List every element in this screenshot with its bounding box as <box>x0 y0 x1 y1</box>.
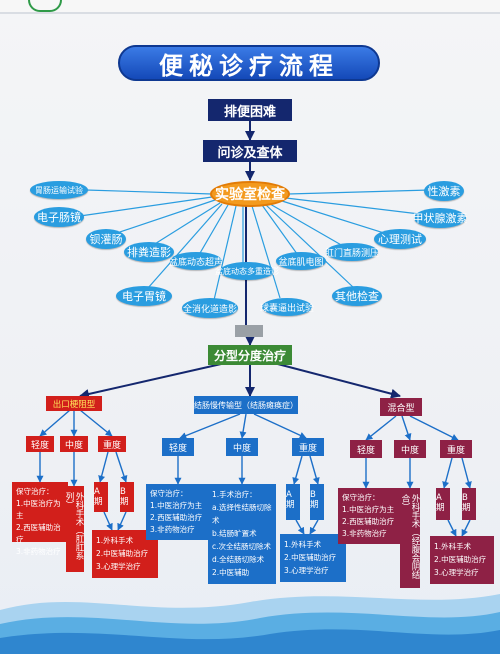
classification-bar: 分型分度治疗 <box>208 345 292 365</box>
step-defecation-difficulty: 排便困难 <box>208 99 292 121</box>
slow-severe: 重度 <box>292 438 324 456</box>
bottom-wave-decoration <box>0 594 500 654</box>
slow-mild-treatment: 保守治疗： 1.中医治疗为主 2.西医辅助治疗 3.非药物治疗 <box>146 484 208 540</box>
slow-mild: 轻度 <box>162 438 194 456</box>
exam-defecography: 排粪造影 <box>124 242 174 262</box>
mixed-mild: 轻度 <box>350 440 382 458</box>
step-inquiry-exam: 问诊及查体 <box>203 140 297 162</box>
slow-phase-a: A 期 <box>286 484 300 520</box>
type-slow-transit: 结肠慢传输型（结肠瘫痪症） <box>194 396 298 414</box>
exam-anorectal-manometry: 肛门直肠测压 <box>325 243 379 261</box>
exam-pelvic-emg: 盆底肌电图 <box>276 252 326 270</box>
connector-block <box>235 325 263 337</box>
exam-pelvic-multi-contrast: 盆底动态多重造影 <box>215 262 279 280</box>
mixed-moderate-treatment: 外科手术（经腹会阴结合） <box>400 488 420 588</box>
slow-severe-treatment: 1.外科手术 2.中医辅助治疗 3.心理学治疗 <box>280 534 346 582</box>
outlet-phase-a: A 期 <box>94 482 108 512</box>
slow-moderate-treatment: 1.手术治疗： a.选择性结肠切除术 b.结肠旷置术 c.次全结肠切除术 d.全… <box>208 484 276 584</box>
slow-moderate: 中度 <box>226 438 258 456</box>
exam-gi-contrast: 全消化道造影 <box>182 298 238 318</box>
mixed-phase-b: B 期 <box>462 488 476 520</box>
mixed-moderate: 中度 <box>394 440 426 458</box>
mixed-severe-treatment: 1.外科手术 2.中医辅助治疗 3.心理学治疗 <box>430 536 494 584</box>
lab-exam-hub: 实验室检查 <box>210 181 290 207</box>
mixed-phase-a: A 期 <box>436 488 450 520</box>
mixed-severe: 重度 <box>440 440 472 458</box>
exam-pelvic-ultrasound: 盆底动态超声 <box>169 252 223 270</box>
exam-gi-transit: 胃肠运输试验 <box>30 181 88 199</box>
type-outlet-obstruction: 出口梗阻型 <box>46 396 102 411</box>
exam-balloon-expulsion: 球囊逼出试验 <box>260 298 314 316</box>
slow-phase-b: B 期 <box>310 484 324 520</box>
outlet-moderate-treatment: 外科手术（肛肛系列） <box>64 486 84 572</box>
type-mixed: 混合型 <box>380 398 422 416</box>
top-border <box>0 0 500 14</box>
outlet-moderate: 中度 <box>60 436 88 452</box>
exam-thyroid-hormone: 甲状腺激素 <box>413 208 468 228</box>
outlet-mild: 轻度 <box>26 436 54 452</box>
exam-other: 其他检查 <box>332 286 382 306</box>
page-title: 便秘诊疗流程 <box>118 45 380 81</box>
exam-sex-hormone: 性激素 <box>424 181 464 201</box>
exam-barium-enema: 钡灌肠 <box>86 229 126 249</box>
outlet-phase-b: B 期 <box>120 482 134 512</box>
outlet-mild-treatment: 保守治疗： 1.中医治疗为主 2.西医辅助治疗 3.非药物治疗 <box>12 482 68 556</box>
exam-psych-test: 心理测试 <box>374 229 426 249</box>
exam-colonoscopy: 电子肠镜 <box>34 207 84 227</box>
outlet-severe: 重度 <box>98 436 126 452</box>
exam-gastroscopy: 电子胃镜 <box>116 286 172 306</box>
mixed-mild-treatment: 保守治疗： 1.中医治疗为主 2.西医辅助治疗 3.非药物治疗 <box>338 488 400 544</box>
